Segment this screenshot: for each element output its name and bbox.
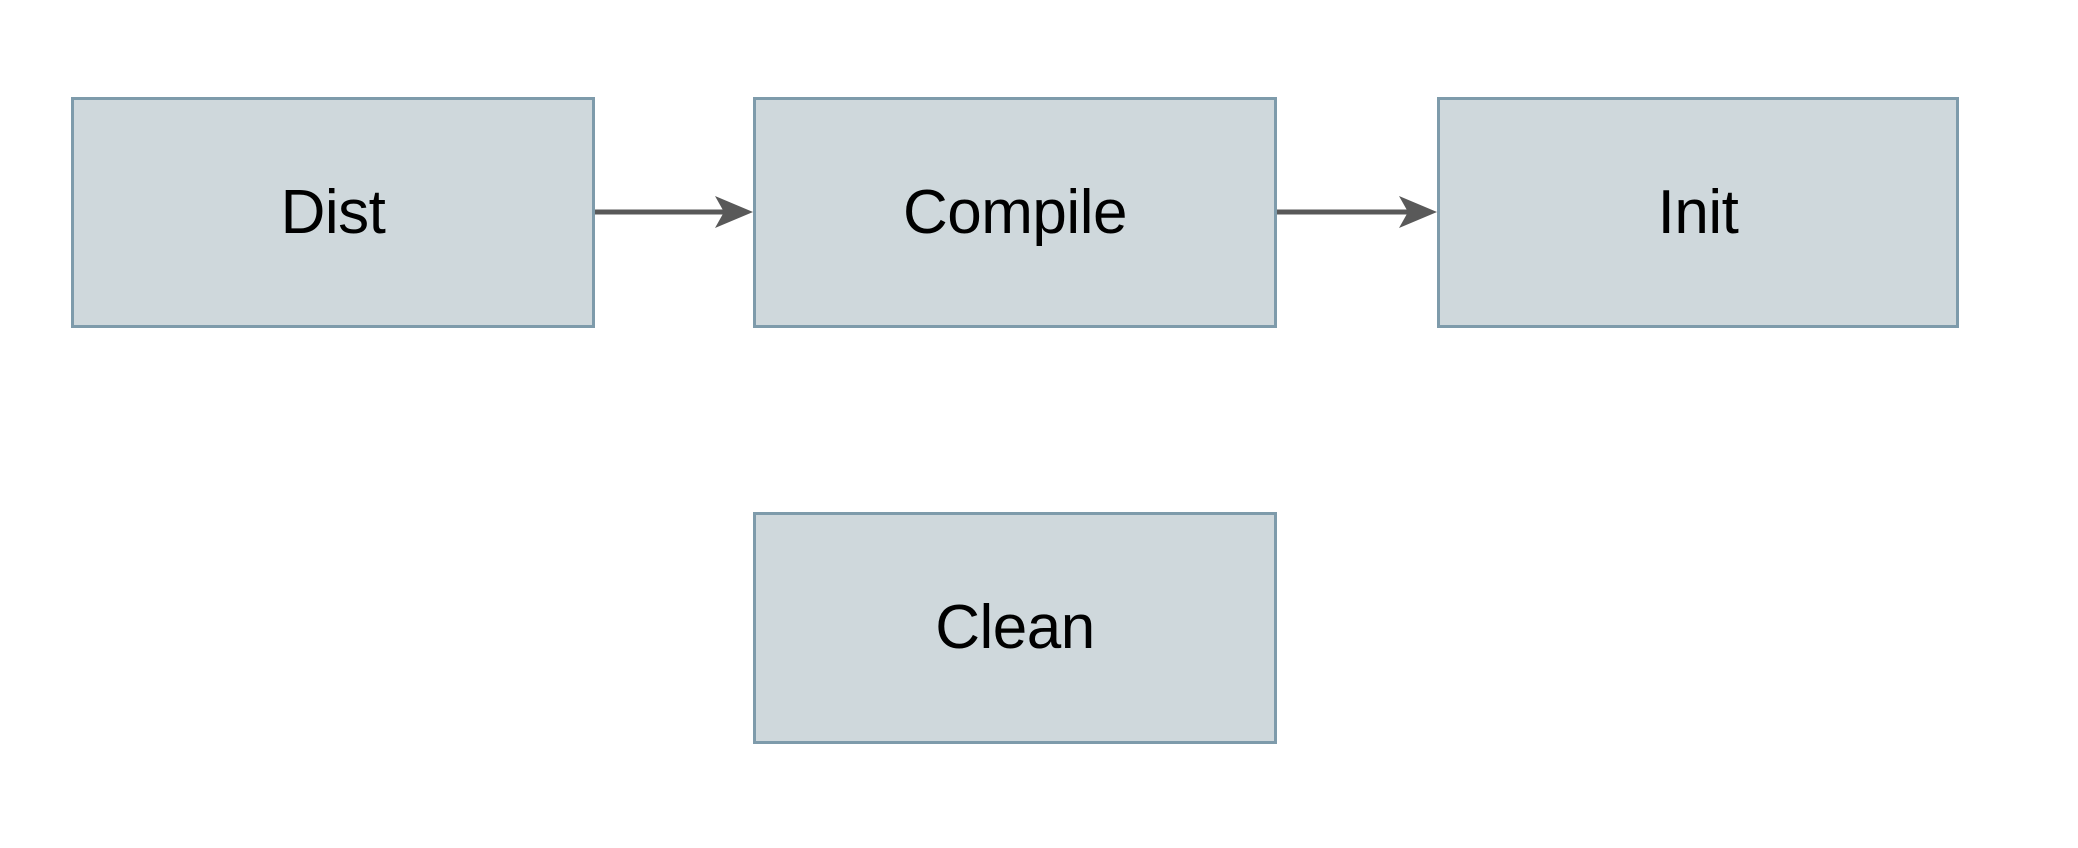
edge-compile-to-init bbox=[1277, 196, 1437, 228]
node-clean-label: Clean bbox=[935, 593, 1095, 662]
edge-dist-to-compile-arrowhead-icon bbox=[715, 196, 753, 228]
node-dist-label: Dist bbox=[280, 177, 386, 247]
node-dist[interactable]: Dist bbox=[71, 97, 595, 328]
node-compile[interactable]: Compile bbox=[753, 97, 1277, 328]
node-init[interactable]: Init bbox=[1437, 97, 1959, 328]
node-init-label: Init bbox=[1657, 177, 1739, 247]
node-clean[interactable]: Clean bbox=[753, 512, 1277, 744]
node-compile-label: Compile bbox=[903, 177, 1127, 247]
edge-compile-to-init-arrowhead-icon bbox=[1399, 196, 1437, 228]
edge-dist-to-compile bbox=[595, 196, 753, 228]
